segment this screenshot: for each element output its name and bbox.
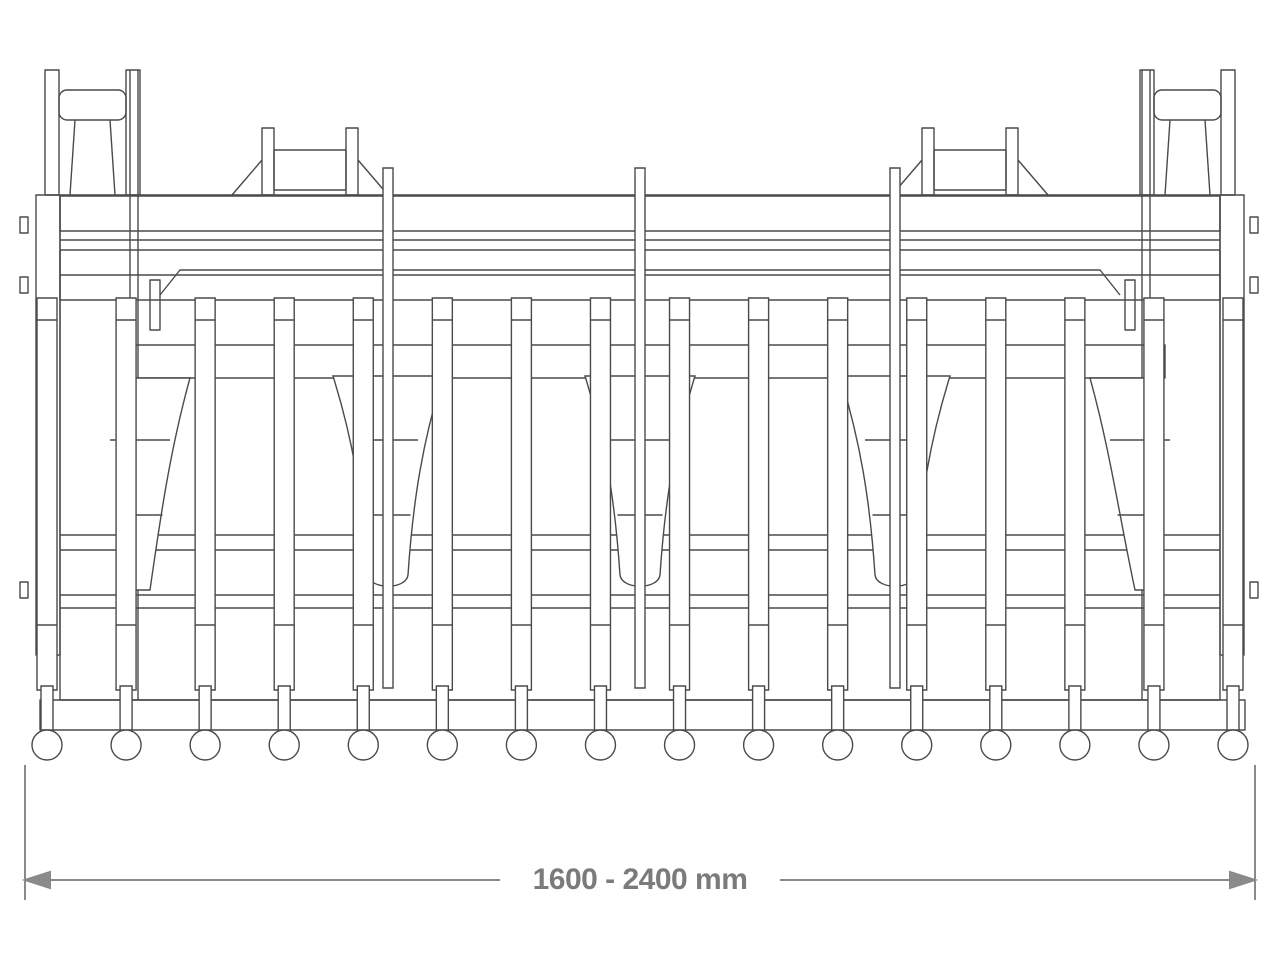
bucket-rib — [130, 378, 190, 590]
side-bolt — [20, 277, 28, 293]
upright-tab — [150, 280, 160, 330]
tine-shaft — [828, 298, 848, 690]
tine-shaft — [511, 298, 531, 690]
tine-tip — [111, 730, 141, 760]
lift-bracket-plate — [1140, 70, 1154, 195]
lift-bracket-side — [110, 120, 115, 195]
tine-sleeve — [674, 686, 686, 730]
guide-rod — [383, 168, 393, 688]
inner-bracket-gusset — [1018, 160, 1048, 195]
tine-group — [32, 298, 1248, 760]
tine-shaft — [37, 298, 57, 690]
tine-tip — [744, 730, 774, 760]
tine-shaft — [670, 298, 690, 690]
side-bolt — [1250, 582, 1258, 598]
tine-shaft — [195, 298, 215, 690]
tine-sleeve — [278, 686, 290, 730]
tine-sleeve — [199, 686, 211, 730]
tine-tip — [269, 730, 299, 760]
tine-sleeve — [911, 686, 923, 730]
tine-tip — [190, 730, 220, 760]
tine-tip — [348, 730, 378, 760]
tine-tip — [981, 730, 1011, 760]
lift-bracket-plate — [126, 70, 140, 195]
dimension-arrow-left — [25, 872, 50, 888]
inner-bracket-plate — [922, 128, 934, 195]
tine-tip — [506, 730, 536, 760]
side-bolt — [1250, 217, 1258, 233]
tine-shaft — [1223, 298, 1243, 690]
lift-bracket-pin — [1154, 90, 1221, 120]
side-bolt — [20, 582, 28, 598]
inner-bracket-plate — [262, 128, 274, 195]
inner-bracket-plate — [346, 128, 358, 195]
tine-sleeve — [832, 686, 844, 730]
tine-tip — [32, 730, 62, 760]
tine-tip — [585, 730, 615, 760]
inner-bracket-body — [934, 150, 1006, 190]
tine-sleeve — [1227, 686, 1239, 730]
tine-shaft — [907, 298, 927, 690]
bottom-bar — [40, 700, 1245, 730]
tine-sleeve — [990, 686, 1002, 730]
side-bolt — [20, 217, 28, 233]
tine-tip — [1139, 730, 1169, 760]
tine-shaft — [274, 298, 294, 690]
side-bolt — [1250, 277, 1258, 293]
tine-tip — [902, 730, 932, 760]
tine-shaft — [116, 298, 136, 690]
tine-tip — [427, 730, 457, 760]
tine-sleeve — [594, 686, 606, 730]
dimension-arrow-right — [1230, 872, 1255, 888]
lift-bracket-pin — [59, 90, 126, 120]
tine-tip — [665, 730, 695, 760]
tine-sleeve — [753, 686, 765, 730]
lift-bracket-side — [1165, 120, 1170, 195]
guide-rod — [890, 168, 900, 688]
inner-bracket-gusset — [232, 160, 262, 195]
tine-sleeve — [515, 686, 527, 730]
tine-shaft — [749, 298, 769, 690]
lift-bracket-plate — [1221, 70, 1235, 195]
tine-tip — [1218, 730, 1248, 760]
inner-bracket-plate — [1006, 128, 1018, 195]
tine-sleeve — [357, 686, 369, 730]
guide-rod — [635, 168, 645, 688]
inner-bracket-body — [274, 150, 346, 190]
tine-shaft — [353, 298, 373, 690]
tine-sleeve — [41, 686, 53, 730]
tine-shaft — [986, 298, 1006, 690]
lift-bracket-side — [70, 120, 75, 195]
lift-bracket-side — [1205, 120, 1210, 195]
tine-shaft — [590, 298, 610, 690]
tine-shaft — [1144, 298, 1164, 690]
tine-sleeve — [436, 686, 448, 730]
upright-tab — [1125, 280, 1135, 330]
tine-tip — [823, 730, 853, 760]
tine-sleeve — [1148, 686, 1160, 730]
lift-bracket-plate — [45, 70, 59, 195]
width-dimension-label: 1600 - 2400 mm — [500, 858, 780, 902]
tine-sleeve — [120, 686, 132, 730]
tine-shaft — [432, 298, 452, 690]
guide-rod-group — [383, 168, 900, 688]
tine-shaft — [1065, 298, 1085, 690]
bucket-rib — [1090, 378, 1150, 590]
tine-sleeve — [1069, 686, 1081, 730]
tine-tip — [1060, 730, 1090, 760]
